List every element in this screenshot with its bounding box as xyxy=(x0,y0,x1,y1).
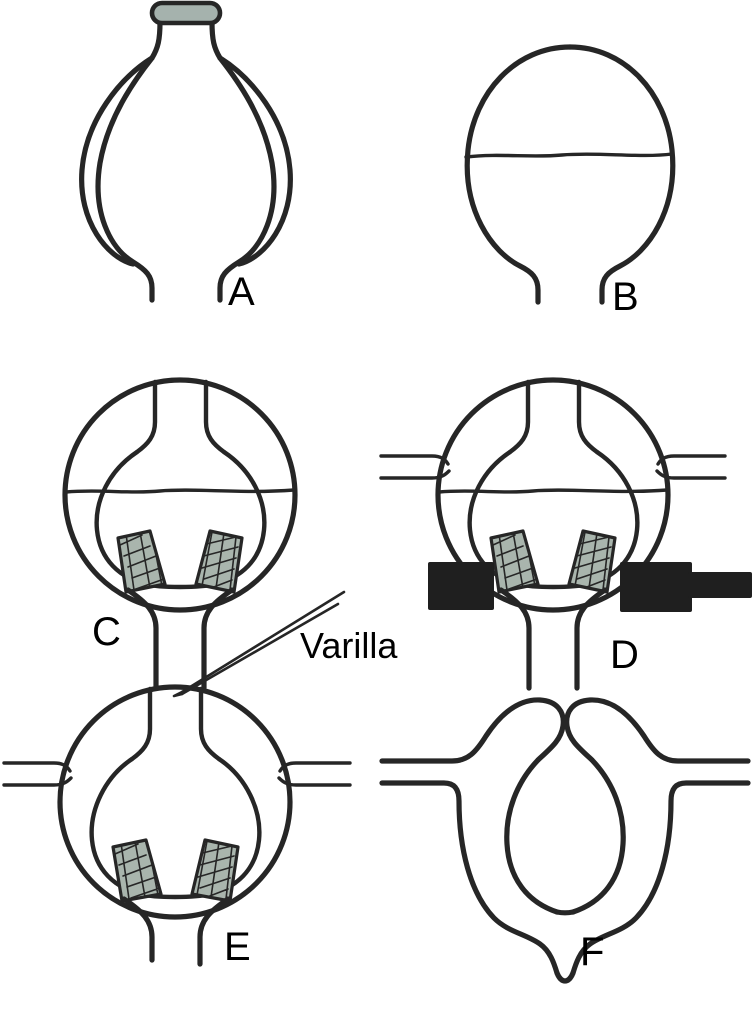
clamp-block-right-d xyxy=(620,562,692,612)
varilla-rod-group: Varilla xyxy=(172,590,398,698)
side-tube-left-lower-e xyxy=(2,776,73,787)
inner-neck-left-d xyxy=(507,379,531,455)
panel-b: B xyxy=(464,44,676,319)
outer-wall-c xyxy=(62,377,298,613)
body-outline-b xyxy=(464,44,573,305)
varilla-label: Varilla xyxy=(300,625,398,666)
side-tube-left-upper-d xyxy=(379,454,450,466)
inner-neck-right-c xyxy=(203,379,227,455)
liquid-level-line-b xyxy=(464,152,674,159)
panel-f: F xyxy=(379,697,751,984)
outer-wall-d xyxy=(435,377,671,613)
varilla-rod-line-upper xyxy=(180,590,346,694)
liquid-level-line-d xyxy=(437,488,669,494)
inner-neck-right-e xyxy=(198,686,222,762)
panel-letter-f: F xyxy=(580,930,604,974)
wall-right-inner-f xyxy=(570,757,626,915)
panel-letter-b: B xyxy=(612,275,639,319)
wall-left-outer-f xyxy=(379,697,566,764)
seal-wedge-right-hatch-c xyxy=(197,531,241,591)
flask-body-outline-a xyxy=(95,19,163,303)
panel-letter-c: C xyxy=(92,610,121,654)
seal-wedge-left-hatch-d xyxy=(492,531,538,591)
inner-neck-right-d xyxy=(576,379,600,455)
flask-body-outline-a-right xyxy=(209,19,277,303)
leg-left-d xyxy=(498,587,532,691)
panel-a: A xyxy=(79,0,293,314)
outer-wall-e xyxy=(57,684,293,920)
inner-neck-left-e xyxy=(129,686,153,762)
flask-cap-a xyxy=(149,0,223,26)
leg-left-c xyxy=(125,587,159,691)
side-tube-right-upper-e xyxy=(278,761,352,773)
flask-belly-left-a xyxy=(79,55,155,267)
varilla-rod-tip xyxy=(172,690,184,698)
inner-ring-bottom-f xyxy=(554,909,576,916)
seal-wedge-right-hatch-d xyxy=(570,531,614,591)
leg-right-d xyxy=(574,587,608,691)
inner-neck-left-c xyxy=(134,379,158,455)
clamp-arm-right-d xyxy=(688,572,752,598)
leg-left-e xyxy=(121,896,155,963)
seal-wedge-right-c xyxy=(194,529,244,594)
flask-belly-right-a xyxy=(217,55,293,267)
seal-wedge-left-hatch-e xyxy=(114,840,161,900)
leg-right-e xyxy=(197,896,231,967)
seal-wedge-left-hatch-c xyxy=(119,531,165,591)
wall-right-lower-f xyxy=(570,780,751,976)
pointed-tip-f xyxy=(554,970,576,984)
liquid-level-line-c xyxy=(64,488,296,494)
body-outline-b-right xyxy=(567,44,676,305)
seal-wedge-right-hatch-e xyxy=(193,840,237,900)
leg-right-c xyxy=(201,587,235,691)
varilla-rod-line-lower xyxy=(180,602,340,696)
clamp-block-left-d xyxy=(428,562,494,610)
side-tube-right-lower-e xyxy=(277,776,352,787)
panel-d: D xyxy=(379,377,752,691)
wall-left-lower-f xyxy=(379,780,560,976)
panel-letter-e: E xyxy=(224,925,251,969)
wall-right-outer-f xyxy=(564,697,751,764)
panel-e: E xyxy=(2,684,352,969)
panel-letter-d: D xyxy=(610,633,639,677)
side-tube-right-upper-d xyxy=(656,454,727,466)
side-tube-right-lower-d xyxy=(655,469,727,480)
seal-wedge-right-d xyxy=(567,529,617,594)
panel-letter-a: A xyxy=(228,270,255,314)
wall-left-inner-f xyxy=(504,757,560,915)
side-tube-left-lower-d xyxy=(379,469,451,480)
side-tube-left-upper-e xyxy=(2,761,72,773)
panel-c: C xyxy=(62,377,298,691)
